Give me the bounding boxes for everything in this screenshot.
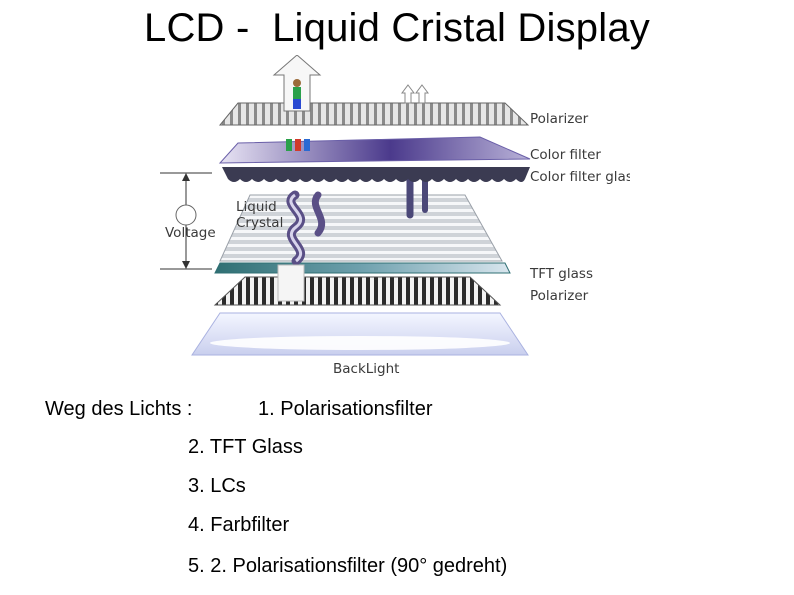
- list-item: 3. LCs: [188, 475, 246, 497]
- list-item: 5. 2. Polarisationsfilter (90° gedreht): [188, 555, 508, 577]
- label-polarizer-bottom: Polarizer: [530, 288, 589, 304]
- label-crystal: Crystal: [236, 215, 283, 231]
- light-arrow-icon: [272, 55, 322, 112]
- label-color-filter-glass: Color filter glass: [530, 169, 630, 185]
- label-polarizer-top: Polarizer: [530, 111, 589, 127]
- label-backlight: BackLight: [333, 361, 399, 377]
- voltage-indicator: [160, 172, 212, 270]
- label-tft-glass: TFT glass: [529, 266, 593, 282]
- list-item: 1. Polarisationsfilter: [258, 398, 433, 420]
- label-liquid: Liquid: [236, 199, 277, 215]
- light-path-label: Weg des Lichts :: [45, 398, 193, 420]
- lcd-layer-diagram: Voltage Liquid Crystal Polarizer Color f…: [160, 55, 630, 377]
- label-color-filter: Color filter: [530, 147, 601, 163]
- liquid-crystal-layer: [219, 194, 503, 262]
- color-filter-layer: [218, 136, 531, 164]
- light-beam: [277, 264, 305, 302]
- list-item: 2. TFT Glass: [188, 436, 303, 458]
- tft-glass-layer: [214, 262, 511, 274]
- page-title: LCD - Liquid Cristal Display: [144, 6, 650, 50]
- voltmeter-icon: [175, 204, 197, 226]
- list-item: 4. Farbfilter: [188, 514, 290, 536]
- label-voltage: Voltage: [165, 225, 216, 241]
- top-polarizer-layer: [218, 102, 530, 126]
- bottom-polarizer-layer: [213, 276, 502, 306]
- backlight-layer: [191, 312, 529, 356]
- small-arrows-icon: [401, 84, 429, 104]
- color-filter-glass-layer: [222, 167, 530, 182]
